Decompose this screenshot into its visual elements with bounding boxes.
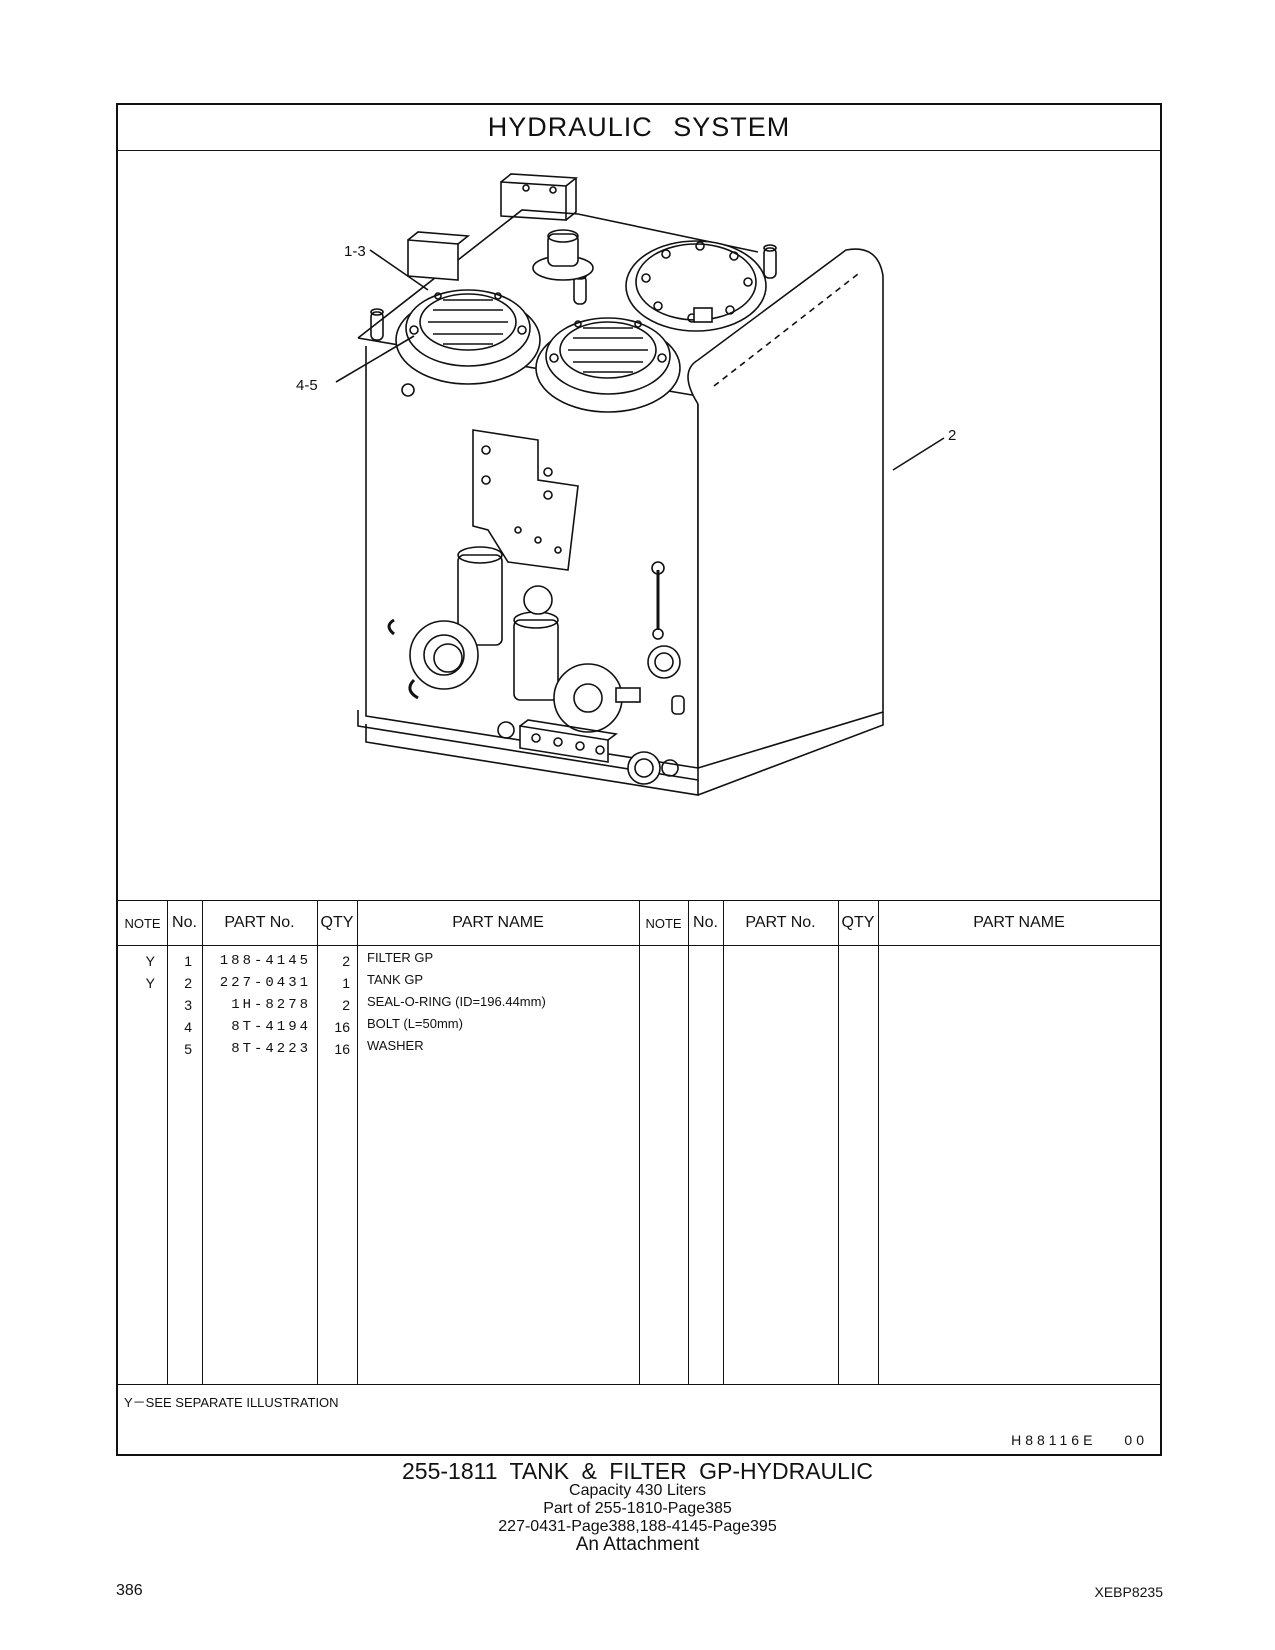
reference-line: 227-0431-Page388,188-4145-Page395 (498, 1518, 777, 1535)
access-cover (625, 240, 767, 332)
row-5-qty: 16 (334, 1041, 350, 1057)
row-2-no: 2 (184, 975, 192, 991)
drawing-code-id: H88116E (1011, 1432, 1097, 1448)
col-no: No. 1 2 3 4 5 (167, 901, 202, 1384)
row-1-note: Y (145, 953, 155, 969)
filter-head-right (535, 317, 681, 413)
drawing-code: H88116E 00 (1011, 1432, 1148, 1448)
row-1-part-name: FILTER GP (367, 950, 434, 965)
callout-2: 2 (948, 427, 956, 444)
row-5-no: 5 (184, 1041, 192, 1057)
row-3-part-no: 1H-8278 (231, 997, 311, 1013)
row-5-part-name: WASHER (367, 1038, 424, 1053)
row-4-part-no: 8T-4194 (231, 1019, 311, 1035)
parts-table: NOTE Y Y No. 1 2 3 4 5 PART No. 188-4145… (118, 900, 1160, 1385)
row-2-part-no: 227-0431 (219, 975, 311, 991)
callout-1-3: 1-3 (344, 243, 366, 260)
sight-gauge (647, 561, 681, 679)
header-part-name: PART NAME (357, 901, 639, 946)
assembly-details: Capacity 430 Liters Part of 255-1810-Pag… (0, 1482, 1275, 1554)
capacity-line: Capacity 430 Liters (569, 1482, 706, 1499)
callout-leader-4-5 (335, 335, 415, 383)
drawing-revision: 00 (1124, 1432, 1148, 1448)
col-part-name: PART NAME FILTER GP TANK GP SEAL-O-RING … (357, 901, 639, 1384)
row-1-qty: 2 (342, 953, 350, 969)
part-of-line: Part of 255-1810-Page385 (543, 1500, 732, 1517)
row-2-part-name: TANK GP (367, 972, 424, 987)
row-2-qty: 1 (342, 975, 350, 991)
callout-4-5: 4-5 (296, 377, 318, 394)
filter-canister-1 (457, 546, 503, 646)
breather-cap (532, 229, 594, 281)
filter-mounting-plate (472, 429, 579, 571)
header-part-no-right: PART No. (723, 901, 838, 946)
return-flange (553, 663, 641, 733)
row-4-part-name: BOLT (L=50mm) (367, 1016, 463, 1031)
document-id: XEBP8235 (1094, 1584, 1164, 1600)
manifold-block (519, 719, 618, 763)
row-2-note: Y (145, 975, 155, 991)
suction-flange (409, 620, 479, 690)
header-no: No. (167, 901, 202, 946)
col-note: NOTE Y Y (118, 901, 167, 1384)
header-part-name-right: PART NAME (878, 901, 1160, 946)
page-title: HYDRAULIC SYSTEM (118, 105, 1160, 151)
parts-table-left: NOTE Y Y No. 1 2 3 4 5 PART No. 188-4145… (118, 901, 639, 1384)
filter-head-left (395, 289, 541, 385)
row-4-no: 4 (184, 1019, 192, 1035)
header-qty-right: QTY (838, 901, 878, 946)
header-qty: QTY (317, 901, 357, 946)
header-note: NOTE (118, 901, 167, 946)
hydraulic-tank-illustration: 1-3 4-5 2 (118, 150, 1160, 900)
row-3-qty: 2 (342, 997, 350, 1013)
header-no-right: No. (688, 901, 723, 946)
page-number: 386 (116, 1582, 143, 1599)
callout-leader-1-3 (369, 249, 429, 291)
row-4-qty: 16 (334, 1019, 350, 1035)
row-5-part-no: 8T-4223 (231, 1041, 311, 1057)
parts-table-right: NOTE No. PART No. QTY PART NAME (639, 901, 1160, 1384)
row-3-part-name: SEAL-O-RING (ID=196.44mm) (367, 994, 546, 1009)
header-part-no: PART No. (202, 901, 317, 946)
filter-canister-2 (513, 611, 559, 701)
col-part-no: PART No. 188-4145 227-0431 1H-8278 8T-41… (202, 901, 317, 1384)
row-1-no: 1 (184, 953, 192, 969)
header-note-right: NOTE (639, 901, 688, 946)
footnote: Y－SEE SEPARATE ILLUSTRATION (124, 1395, 339, 1410)
tank-right-side (687, 248, 884, 769)
top-bracket (500, 173, 579, 221)
callout-leader-2 (892, 437, 945, 471)
row-1-part-no: 188-4145 (219, 953, 311, 969)
parts-page-frame: HYDRAULIC SYSTEM (116, 103, 1162, 1456)
assembly-title: 255-1811 TANK & FILTER GP-HYDRAULIC (402, 1458, 873, 1484)
col-qty: QTY 2 1 2 16 16 (317, 901, 357, 1384)
row-3-no: 3 (184, 997, 192, 1013)
attachment-line: An Attachment (575, 1534, 700, 1555)
